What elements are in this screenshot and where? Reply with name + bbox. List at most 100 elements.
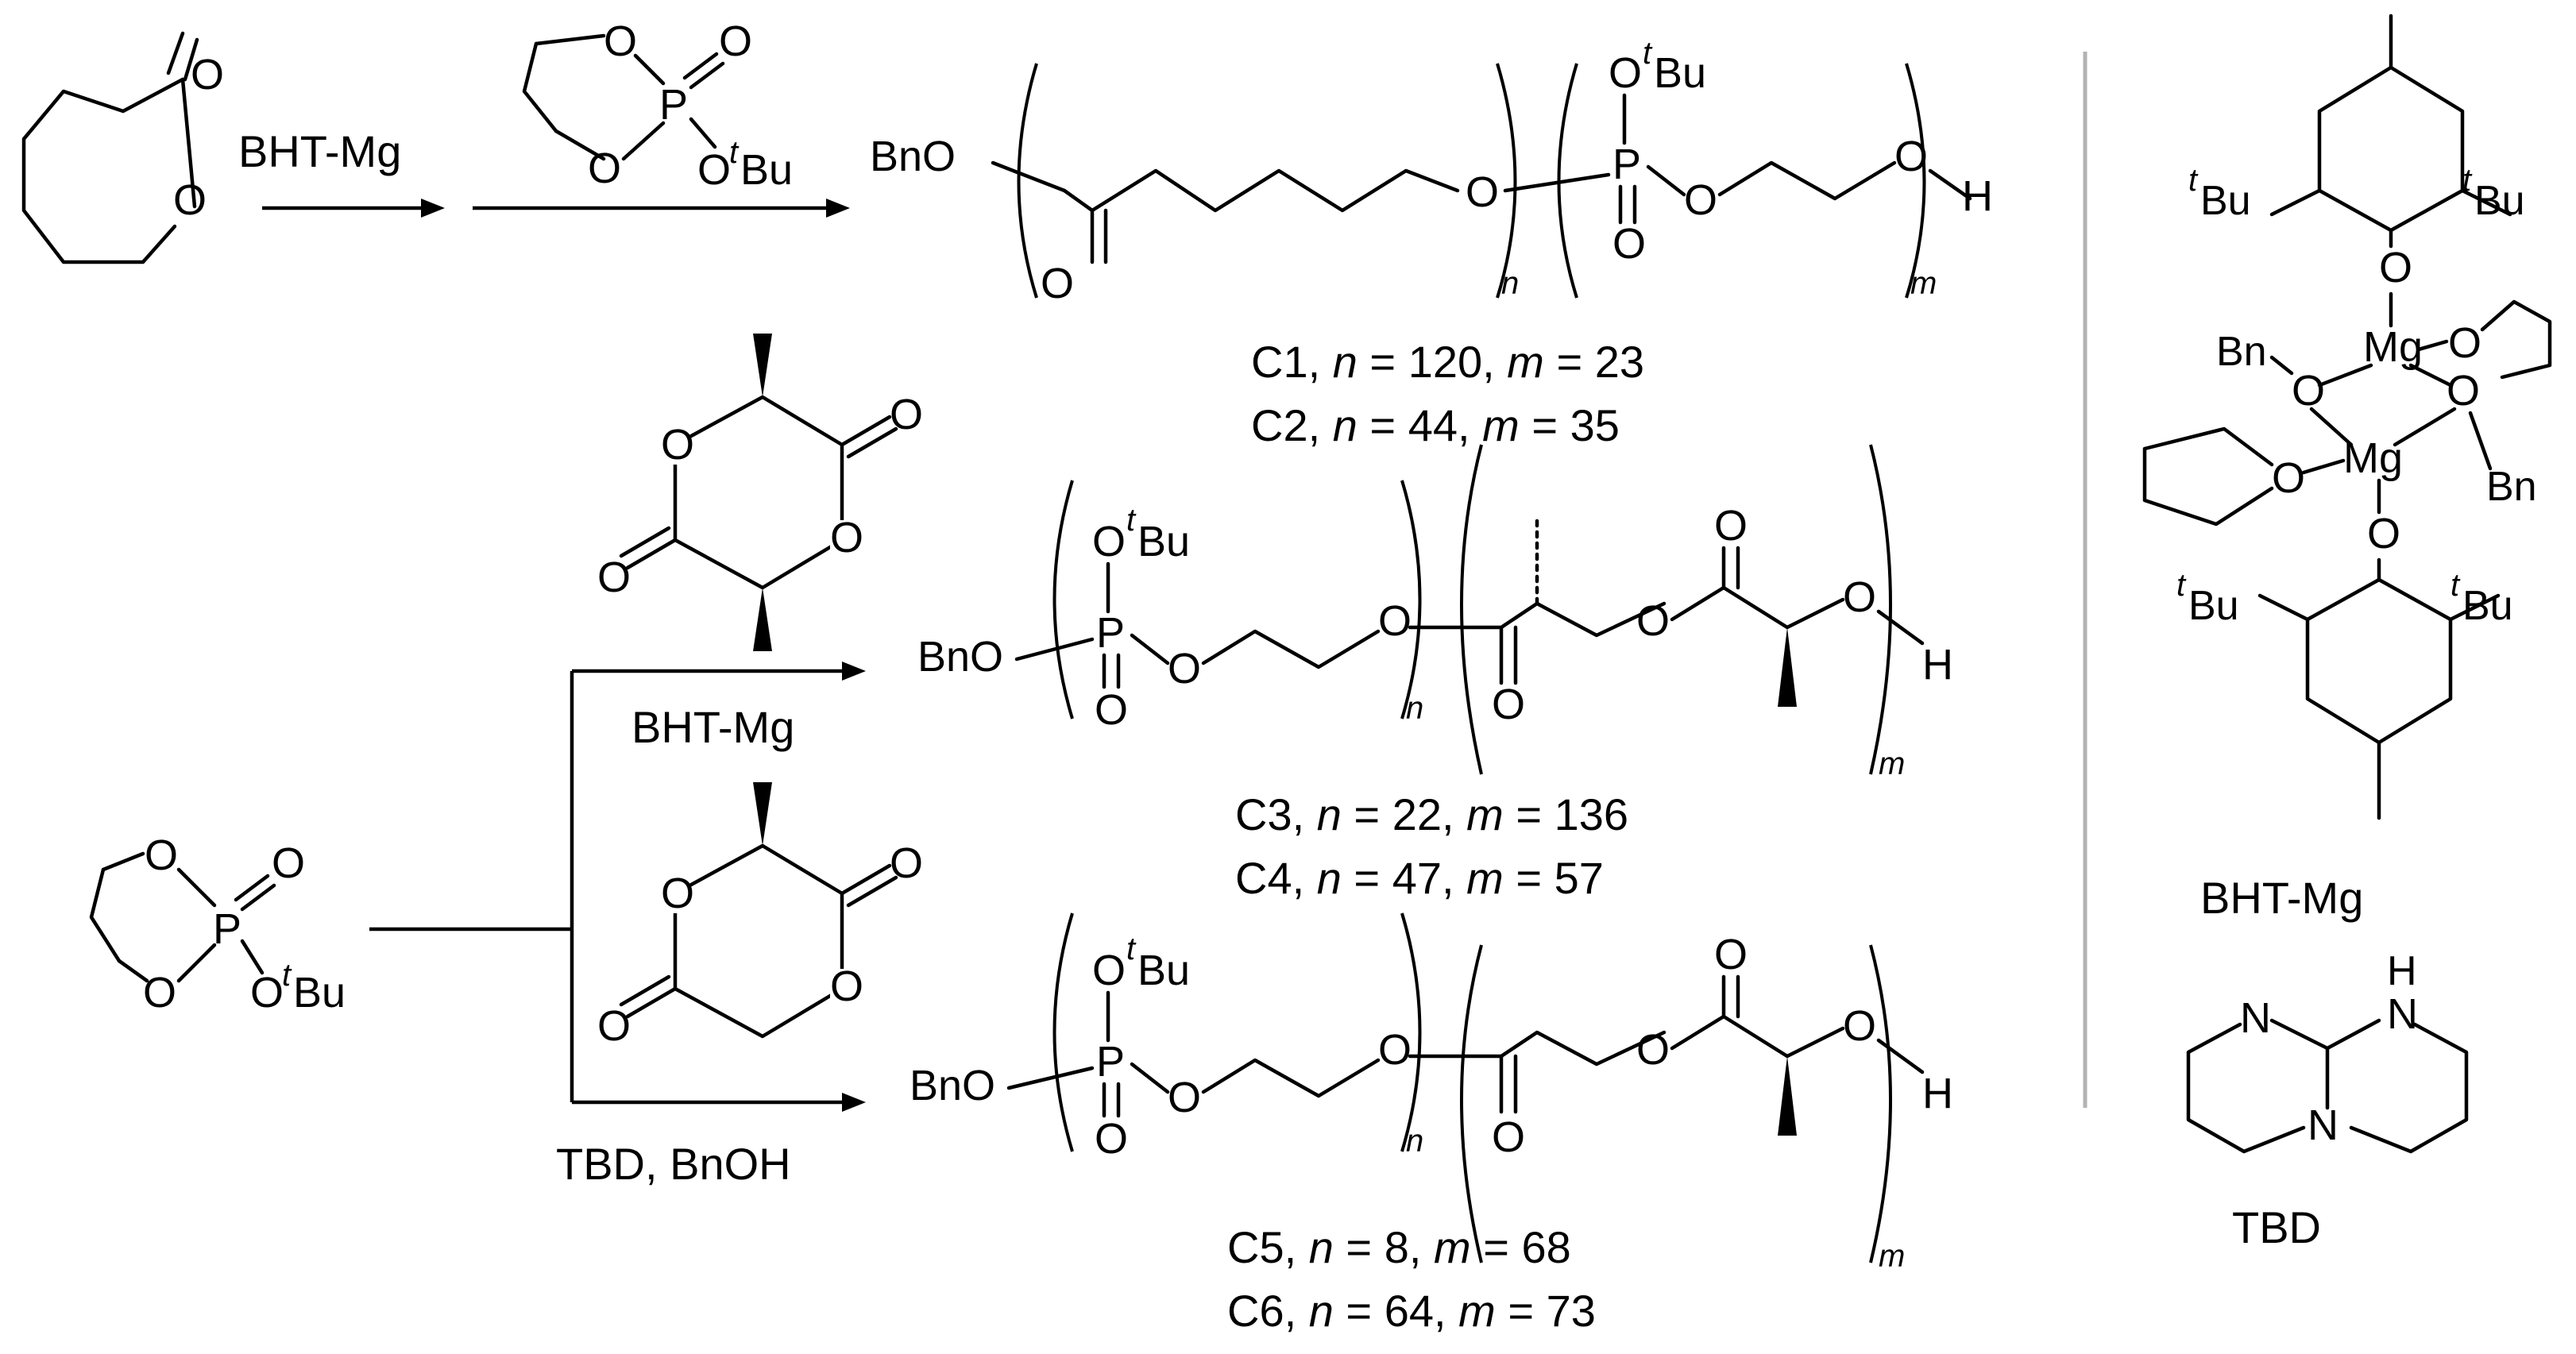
reagent-tbd-bnoh: TBD, BnOH: [556, 1139, 791, 1189]
tert-prefix: t: [1126, 932, 1137, 966]
svg-text:Bu: Bu: [2474, 178, 2525, 224]
svg-text:Mg: Mg: [2343, 434, 2403, 482]
ring-oxygen: O: [143, 969, 176, 1016]
phosphoryl-oxygen: O: [1612, 220, 1646, 268]
svg-text:C1, n = 120, m = 23: C1, n = 120, m = 23: [1251, 337, 1644, 387]
butyl-label: Bu: [740, 146, 793, 194]
tbd-label: TBD: [2232, 1202, 2321, 1252]
copolymer-label-c4: C4, n = 47, m = 57: [1235, 853, 1604, 903]
phosphorus: P: [659, 81, 688, 129]
svg-text:Bn: Bn: [2486, 464, 2537, 510]
oxygen-tbu: O: [250, 969, 284, 1016]
phosphoryl-oxygen: O: [1095, 686, 1128, 734]
svg-text:C3, n = 22, m = 136: C3, n = 22, m = 136: [1235, 789, 1628, 839]
caprolactone-structure: O O: [21, 31, 224, 264]
terminal-h: H: [1962, 172, 1993, 220]
svg-text:Bu: Bu: [2462, 583, 2513, 629]
benzyloxy-end: BnO: [910, 1062, 995, 1109]
svg-text:Bu: Bu: [2188, 583, 2239, 629]
svg-text:O: O: [2367, 510, 2400, 557]
oxygen-tbu: O: [1609, 49, 1642, 97]
reagent-bhtmg-2: BHT-Mg: [631, 702, 794, 752]
ester-oxygen: O: [1466, 168, 1499, 216]
copolymer-label-c5: C5, n = 8, m = 68: [1227, 1222, 1571, 1272]
oxygen-tbu: O: [1092, 518, 1126, 565]
svg-text:O: O: [2379, 244, 2412, 291]
butyl-label: Bu: [1137, 518, 1190, 565]
svg-text:t: t: [2450, 568, 2461, 603]
carbonyl-oxygen: O: [1492, 681, 1525, 728]
ester-oxygen: O: [1636, 1026, 1670, 1074]
tert-prefix: t: [1126, 503, 1137, 538]
ester-oxygen: O: [1684, 176, 1717, 224]
phosphoryl-oxygen: O: [272, 839, 305, 887]
bht-mg-label: BHT-Mg: [2200, 873, 2363, 923]
repeat-m: m: [1910, 266, 1937, 301]
arrow-head-2: [826, 199, 850, 218]
svg-text:H: H: [2387, 948, 2417, 994]
copolymer-label-c1: C1, n = 120, m = 23: [1251, 337, 1644, 387]
ring-oxygen: O: [830, 962, 863, 1010]
ester-oxygen: O: [1636, 597, 1670, 645]
repeat-n: n: [1406, 691, 1423, 726]
carbonyl-oxygen: O: [890, 391, 923, 438]
benzyloxy-end: BnO: [917, 633, 1003, 681]
ring-oxygen: O: [588, 145, 621, 192]
lactide-glycolide-structure: O O O O: [597, 782, 923, 1050]
cyclic-phosphate-top: O O P O O t Bu: [522, 17, 793, 194]
branch-arrows: [369, 662, 866, 1112]
ring-oxygen: O: [173, 176, 207, 224]
phosphorus: P: [1096, 609, 1125, 657]
svg-text:t: t: [2188, 163, 2199, 198]
copolymer-plga-structure: BnO P O t Bu O O O n O O O O H m: [910, 912, 1953, 1274]
repeat-m: m: [1879, 746, 1905, 781]
butyl-label: Bu: [1137, 947, 1190, 994]
phosphoryl-oxygen: O: [1095, 1115, 1128, 1163]
ring-oxygen: O: [604, 17, 637, 65]
carbonyl-oxygen: O: [597, 1002, 631, 1050]
ester-oxygen: O: [1378, 1026, 1412, 1074]
svg-text:C2, n = 44, m = 35: C2, n = 44, m = 35: [1251, 400, 1620, 450]
svg-text:Bu: Bu: [2200, 178, 2251, 224]
svg-text:O: O: [2448, 319, 2481, 367]
lactide-structure: O O O O: [597, 334, 923, 651]
tbd-structure: N N H N: [2186, 948, 2469, 1154]
ring-oxygen: O: [830, 514, 863, 561]
arrow-head-1: [421, 199, 445, 218]
svg-text:N: N: [2240, 994, 2271, 1042]
phosphorus: P: [1612, 141, 1641, 188]
oxygen-tbu: O: [697, 146, 731, 194]
benzyloxy-end: BnO: [870, 133, 956, 180]
copolymer-label-c3: C3, n = 22, m = 136: [1235, 789, 1628, 839]
ester-oxygen: O: [1168, 645, 1201, 692]
cyclic-phosphate-bottom: O O P O O t Bu: [89, 831, 346, 1016]
svg-text:O: O: [2272, 454, 2305, 502]
phosphoryl-oxygen: O: [719, 17, 752, 65]
phosphorus: P: [213, 905, 241, 953]
reagent-bhtmg-1: BHT-Mg: [238, 126, 401, 176]
tert-prefix: t: [1643, 36, 1653, 71]
svg-text:Bn: Bn: [2216, 329, 2267, 375]
terminal-h: H: [1922, 1070, 1953, 1117]
butyl-label: Bu: [293, 969, 346, 1016]
svg-text:C6, n = 64, m = 73: C6, n = 64, m = 73: [1227, 1286, 1596, 1336]
svg-text:O: O: [2292, 367, 2325, 415]
repeat-n: n: [1501, 266, 1519, 301]
carbonyl-oxygen: O: [1492, 1113, 1525, 1161]
carbonyl-oxygen: O: [1714, 931, 1748, 978]
copolymer-label-c6: C6, n = 64, m = 73: [1227, 1286, 1596, 1336]
svg-text:O: O: [2447, 367, 2480, 415]
butyl-label: Bu: [1654, 49, 1706, 97]
ring-oxygen: O: [661, 870, 694, 917]
carbonyl-oxygen: O: [1714, 502, 1748, 550]
svg-text:N: N: [2387, 990, 2418, 1038]
ring-oxygen: O: [661, 421, 694, 469]
svg-text:Mg: Mg: [2363, 323, 2423, 371]
ester-oxygen: O: [1843, 1002, 1876, 1050]
copolymer-pcl-structure: BnO O O n P O t Bu O O O H m: [870, 36, 1993, 307]
tert-prefix: t: [729, 135, 740, 170]
ring-oxygen: O: [145, 831, 178, 879]
carbonyl-oxygen: O: [890, 839, 923, 887]
terminal-h: H: [1922, 641, 1953, 689]
